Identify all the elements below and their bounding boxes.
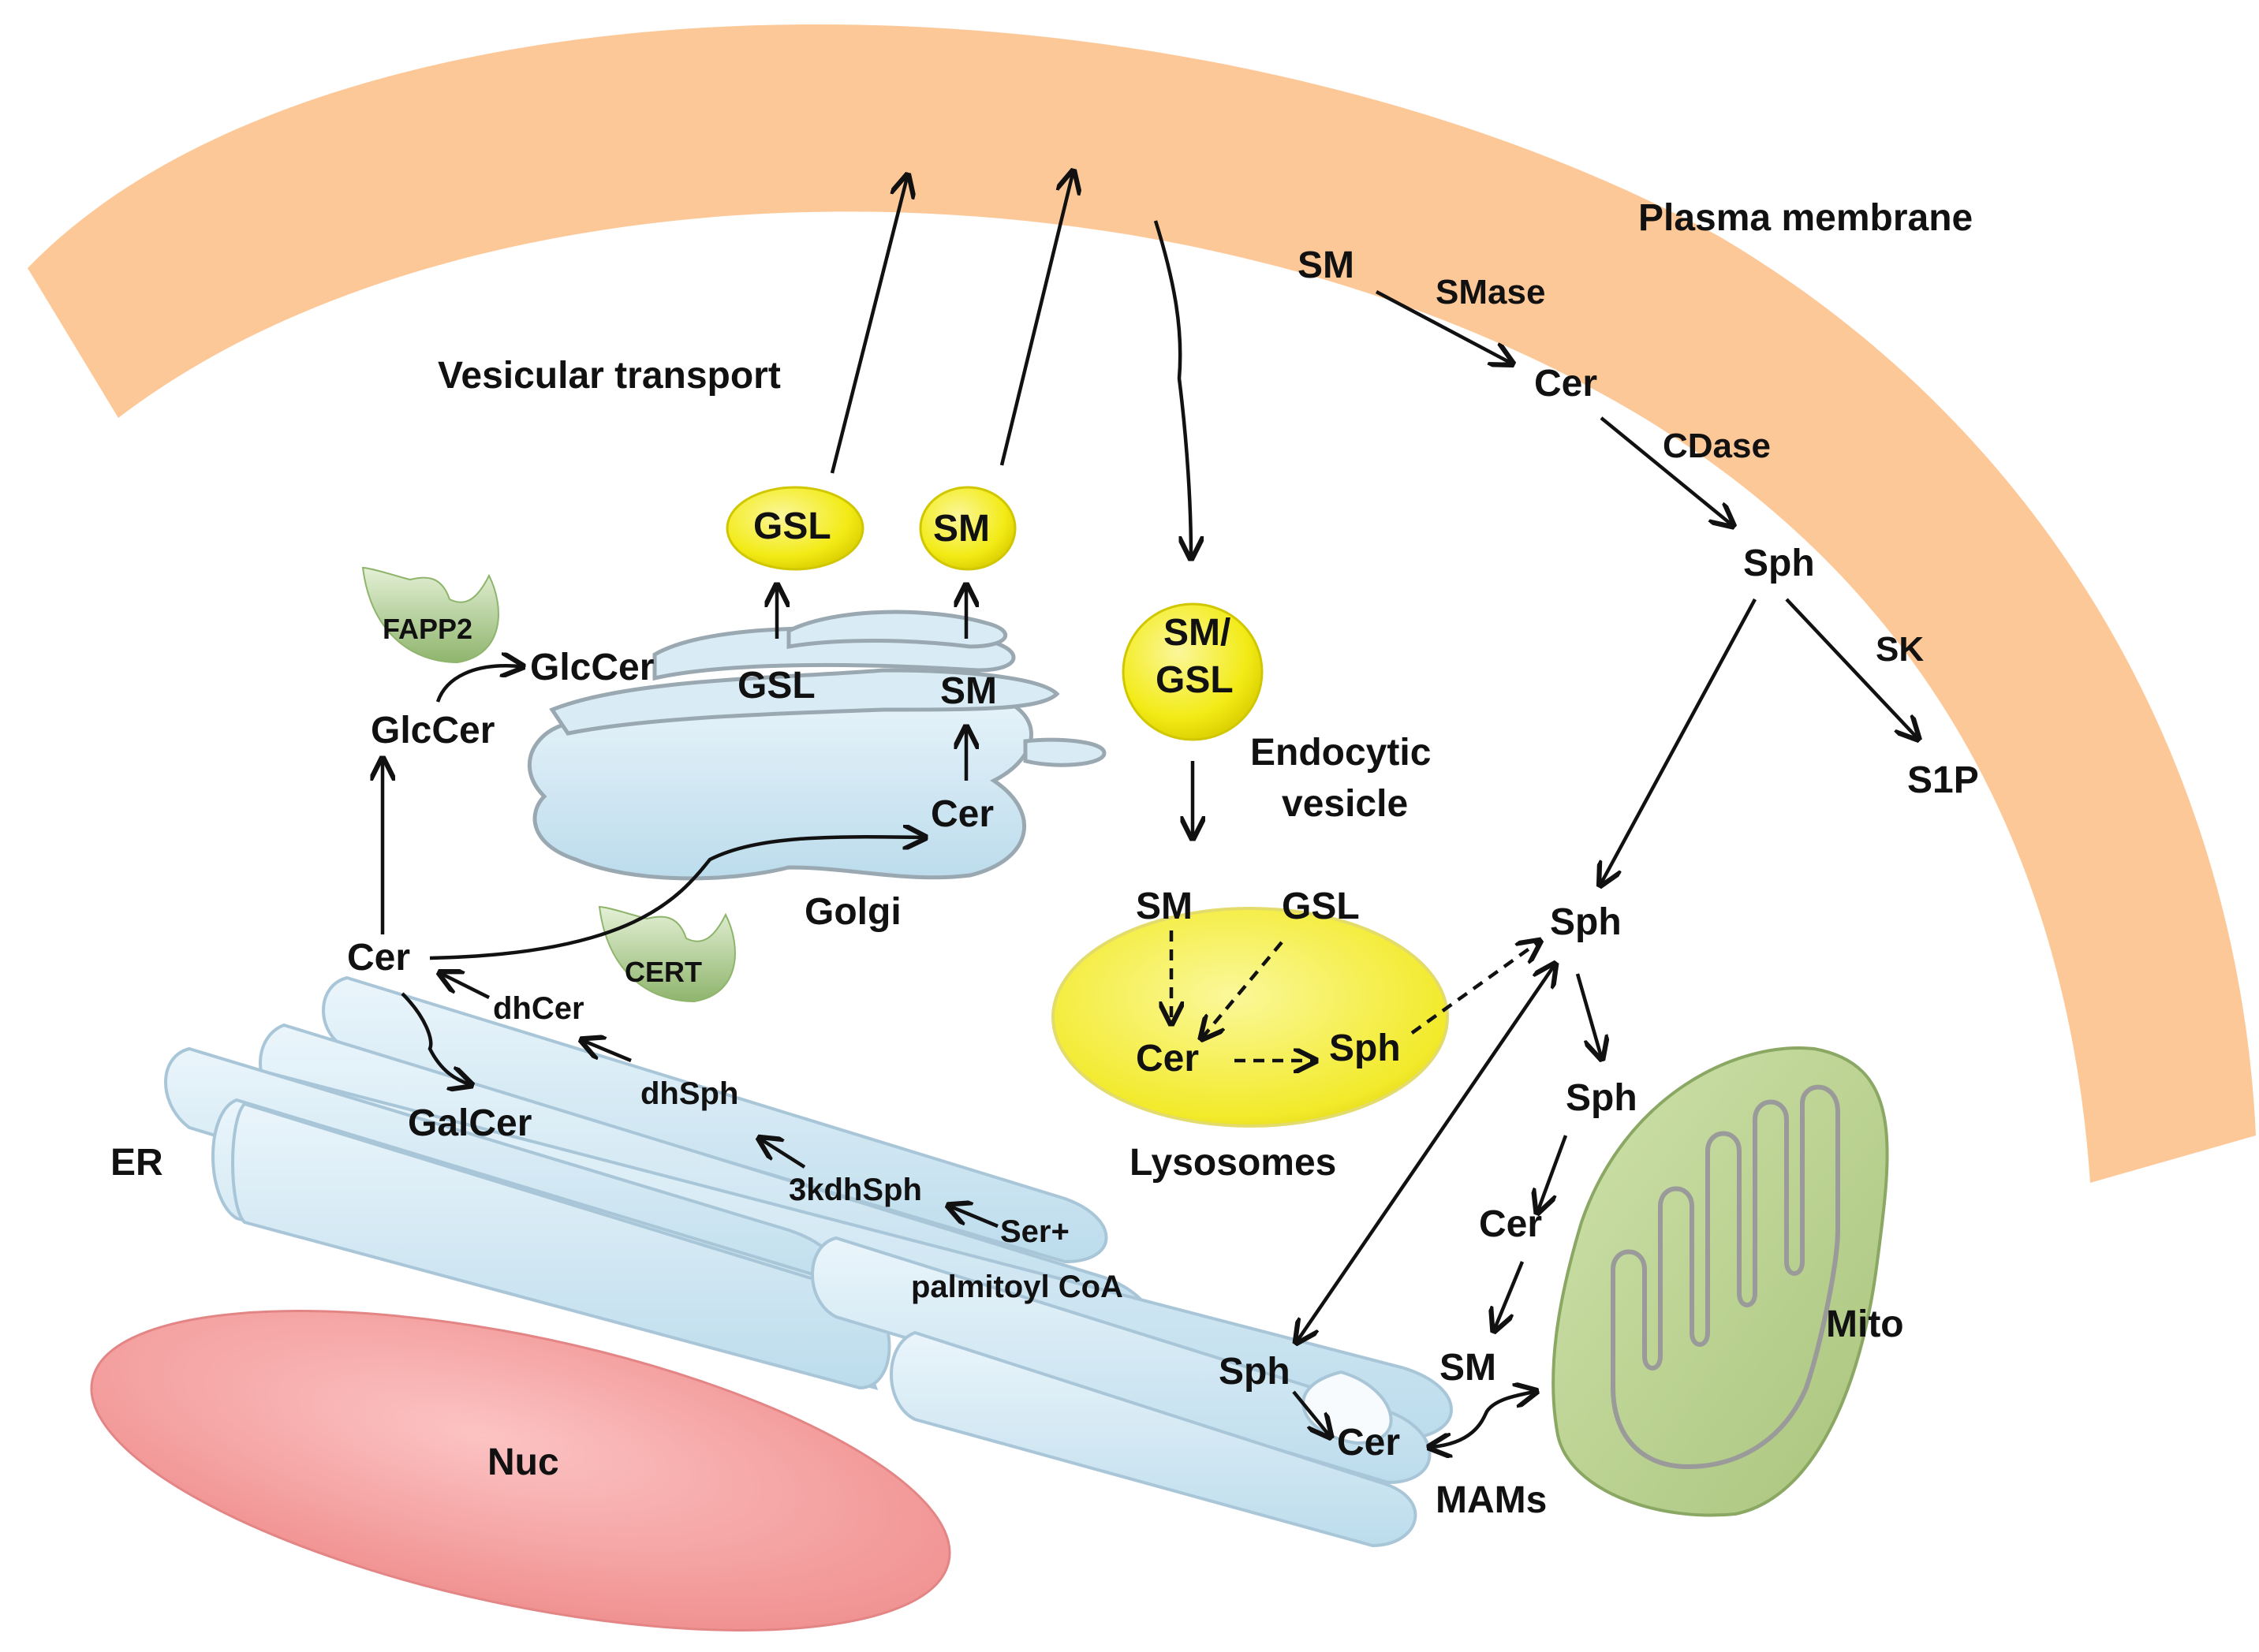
endoplasmic-reticulum	[164, 975, 1453, 1548]
pathway-arrows	[383, 173, 1917, 1447]
membrane-cdase: CDase	[1663, 427, 1771, 465]
er-ser: Ser+	[1000, 1214, 1070, 1249]
er-dhcer: dhCer	[493, 991, 584, 1026]
sm-vesicle	[919, 486, 1017, 571]
cytosol-sph-top: Sph	[1550, 901, 1622, 943]
fapp2-label: FAPP2	[383, 613, 472, 645]
cytosol-cer: Cer	[1479, 1203, 1542, 1245]
gsl-vesicle	[726, 486, 864, 571]
membrane-sk: SK	[1876, 630, 1924, 669]
cert-protein	[598, 905, 736, 1003]
lyso-sm: SM	[1136, 886, 1193, 927]
lysosomes-label: Lysosomes	[1130, 1142, 1336, 1184]
cytosol-sph-mid: Sph	[1566, 1077, 1637, 1119]
cytosol-sm: SM	[1439, 1347, 1496, 1389]
lyso-cer: Cer	[1136, 1038, 1199, 1080]
golgi-gsl: GSL	[737, 665, 816, 707]
membrane-sm: SM	[1298, 244, 1354, 286]
mitochondrion	[1551, 1046, 1889, 1517]
endocytic-vesicle-line1: SM/	[1163, 612, 1230, 654]
lyso-gsl: GSL	[1282, 886, 1360, 927]
er-sph: Sph	[1219, 1351, 1290, 1393]
er-cer: Cer	[347, 937, 410, 979]
vesicle-sm: SM	[933, 508, 990, 550]
endocytic-vesicle	[1122, 602, 1264, 741]
nucleus-label: Nuc	[487, 1441, 559, 1483]
lysosome-arrows	[1171, 930, 1538, 1061]
mito-label: Mito	[1826, 1303, 1904, 1345]
lyso-sph: Sph	[1329, 1027, 1401, 1069]
golgi-glccer-top: GlcCer	[530, 647, 654, 688]
er-galcer: GalCer	[408, 1102, 532, 1144]
golgi-glccer-left: GlcCer	[371, 710, 495, 751]
fapp2-protein	[361, 566, 499, 664]
cert-label: CERT	[625, 956, 702, 988]
membrane-smase: SMase	[1436, 273, 1545, 311]
vesicular-transport-label: Vesicular transport	[438, 355, 781, 397]
er-cer2: Cer	[1337, 1422, 1400, 1464]
golgi-label: Golgi	[805, 891, 902, 933]
membrane-sph: Sph	[1743, 543, 1815, 584]
membrane-cer: Cer	[1534, 363, 1597, 405]
lysosome	[1051, 907, 1449, 1128]
er-label: ER	[110, 1142, 163, 1184]
golgi-cer: Cer	[931, 793, 994, 835]
vesicle-gsl: GSL	[753, 505, 831, 547]
nucleus	[90, 1310, 951, 1631]
endocytic-label-line2: vesicle	[1282, 783, 1408, 825]
membrane-s1p: S1P	[1907, 759, 1979, 801]
er-3kdhsph: 3kdhSph	[789, 1173, 922, 1207]
er-palmitoyl-coa: palmitoyl CoA	[911, 1270, 1123, 1304]
er-dhsph: dhSph	[640, 1076, 738, 1111]
plasma-membrane	[28, 24, 2256, 1184]
plasma-membrane-label: Plasma membrane	[1638, 197, 1973, 239]
golgi-sm: SM	[940, 670, 997, 712]
mams-label: MAMs	[1436, 1479, 1547, 1521]
endocytic-label-line1: Endocytic	[1250, 732, 1431, 774]
endocytic-vesicle-line2: GSL	[1156, 659, 1234, 701]
